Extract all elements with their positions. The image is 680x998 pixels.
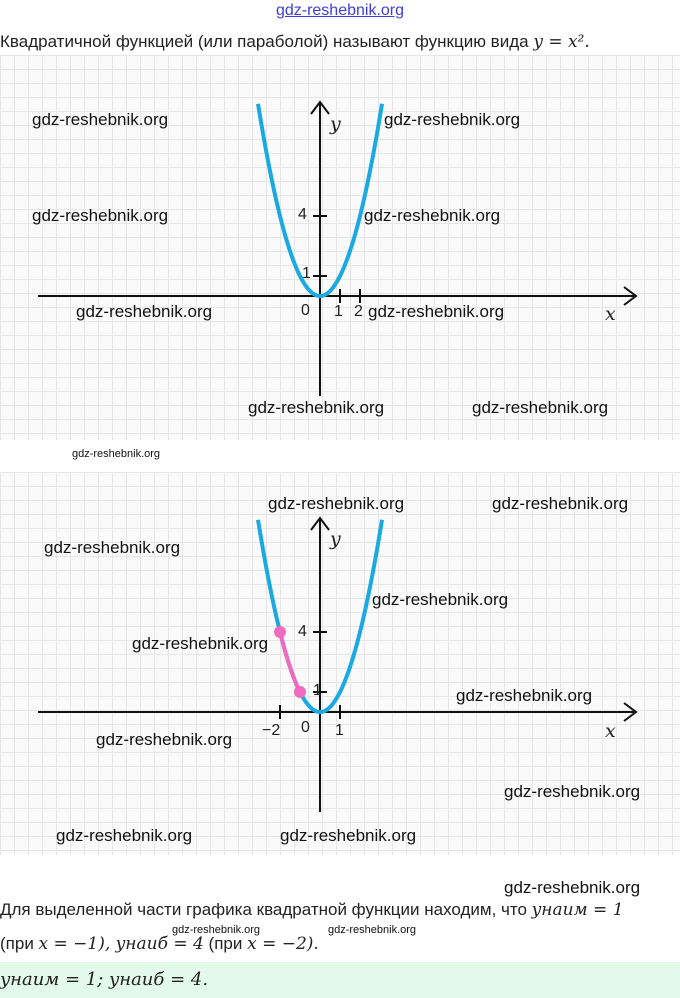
watermark: gdz-reshebnik.org bbox=[56, 826, 193, 845]
parabola-plot bbox=[38, 100, 638, 396]
origin-label: 0 bbox=[301, 302, 310, 319]
x-axis-arrow-icon bbox=[623, 286, 638, 306]
watermark: gdz-reshebnik.org bbox=[456, 686, 593, 705]
watermark: gdz-reshebnik.org bbox=[44, 538, 181, 557]
site-watermark-link[interactable]: gdz-reshebnik.org bbox=[275, 2, 405, 19]
x-tick-1: 1 bbox=[335, 722, 344, 739]
graph-parabola: y x 0 1 2 1 4 gdz-reshebnik.org gdz-resh… bbox=[0, 55, 680, 440]
watermark: gdz-reshebnik.org bbox=[172, 924, 261, 936]
answer-text: yнаим = 1; yнаиб = 4. bbox=[0, 969, 209, 990]
intro-text: Квадратичной функцией (или параболой) на… bbox=[0, 32, 590, 52]
conclusion-line-1: Для выделенной части графика квадратной … bbox=[0, 900, 624, 920]
x-tick-1: 1 bbox=[334, 303, 343, 320]
watermark: gdz-reshebnik.org bbox=[372, 590, 509, 609]
watermark: gdz-reshebnik.org bbox=[32, 206, 169, 225]
watermark: gdz-reshebnik.org bbox=[328, 924, 417, 936]
watermark: gdz-reshebnik.org bbox=[248, 398, 385, 417]
y-tick-1: 1 bbox=[313, 682, 322, 699]
endpoint-dot bbox=[294, 686, 306, 698]
watermark: gdz-reshebnik.org bbox=[504, 782, 641, 801]
y-axis-arrow-icon bbox=[310, 516, 330, 531]
watermark: gdz-reshebnik.org bbox=[472, 398, 609, 417]
watermark: gdz-reshebnik.org bbox=[72, 448, 161, 460]
x-axis-label: x bbox=[605, 720, 616, 742]
watermark: gdz-reshebnik.org bbox=[132, 634, 269, 653]
watermark: gdz-reshebnik.org bbox=[76, 302, 213, 321]
watermark: gdz-reshebnik.org bbox=[32, 110, 169, 129]
watermark: gdz-reshebnik.org bbox=[364, 206, 501, 225]
x-tick-2: 2 bbox=[354, 303, 363, 320]
watermark: gdz-reshebnik.org bbox=[504, 878, 641, 897]
y-axis-arrow-icon bbox=[310, 100, 330, 115]
watermark: gdz-reshebnik.org bbox=[96, 730, 233, 749]
watermark: gdz-reshebnik.org bbox=[280, 826, 417, 845]
graph-parabola-highlight: y x 0 −2 1 1 4 gdz-reshebnik.org gdz-res… bbox=[0, 472, 680, 855]
watermark: gdz-reshebnik.org bbox=[268, 494, 405, 513]
parabola-curve bbox=[256, 103, 384, 298]
origin-label: 0 bbox=[301, 719, 310, 736]
y-axis-label: y bbox=[330, 528, 341, 550]
highlighted-segment bbox=[278, 631, 302, 693]
x-tick-minus-2: −2 bbox=[262, 722, 281, 739]
answer-box: yнаим = 1; yнаиб = 4. bbox=[0, 962, 680, 998]
x-axis-arrow-icon bbox=[623, 702, 638, 722]
watermark: gdz-reshebnik.org bbox=[492, 494, 629, 513]
watermark: gdz-reshebnik.org bbox=[384, 110, 521, 129]
y-tick-1: 1 bbox=[302, 265, 311, 282]
y-tick-4: 4 bbox=[298, 206, 307, 223]
endpoint-dot bbox=[274, 626, 286, 638]
y-tick-4: 4 bbox=[298, 623, 307, 640]
x-axis-label: x bbox=[605, 303, 616, 325]
conclusion-line-2: (при x = −1), yнаиб = 4 (при x = −2). bbox=[0, 934, 319, 954]
watermark: gdz-reshebnik.org bbox=[368, 302, 505, 321]
y-axis-label: y bbox=[330, 113, 341, 135]
parabola-highlight-plot bbox=[38, 516, 638, 812]
